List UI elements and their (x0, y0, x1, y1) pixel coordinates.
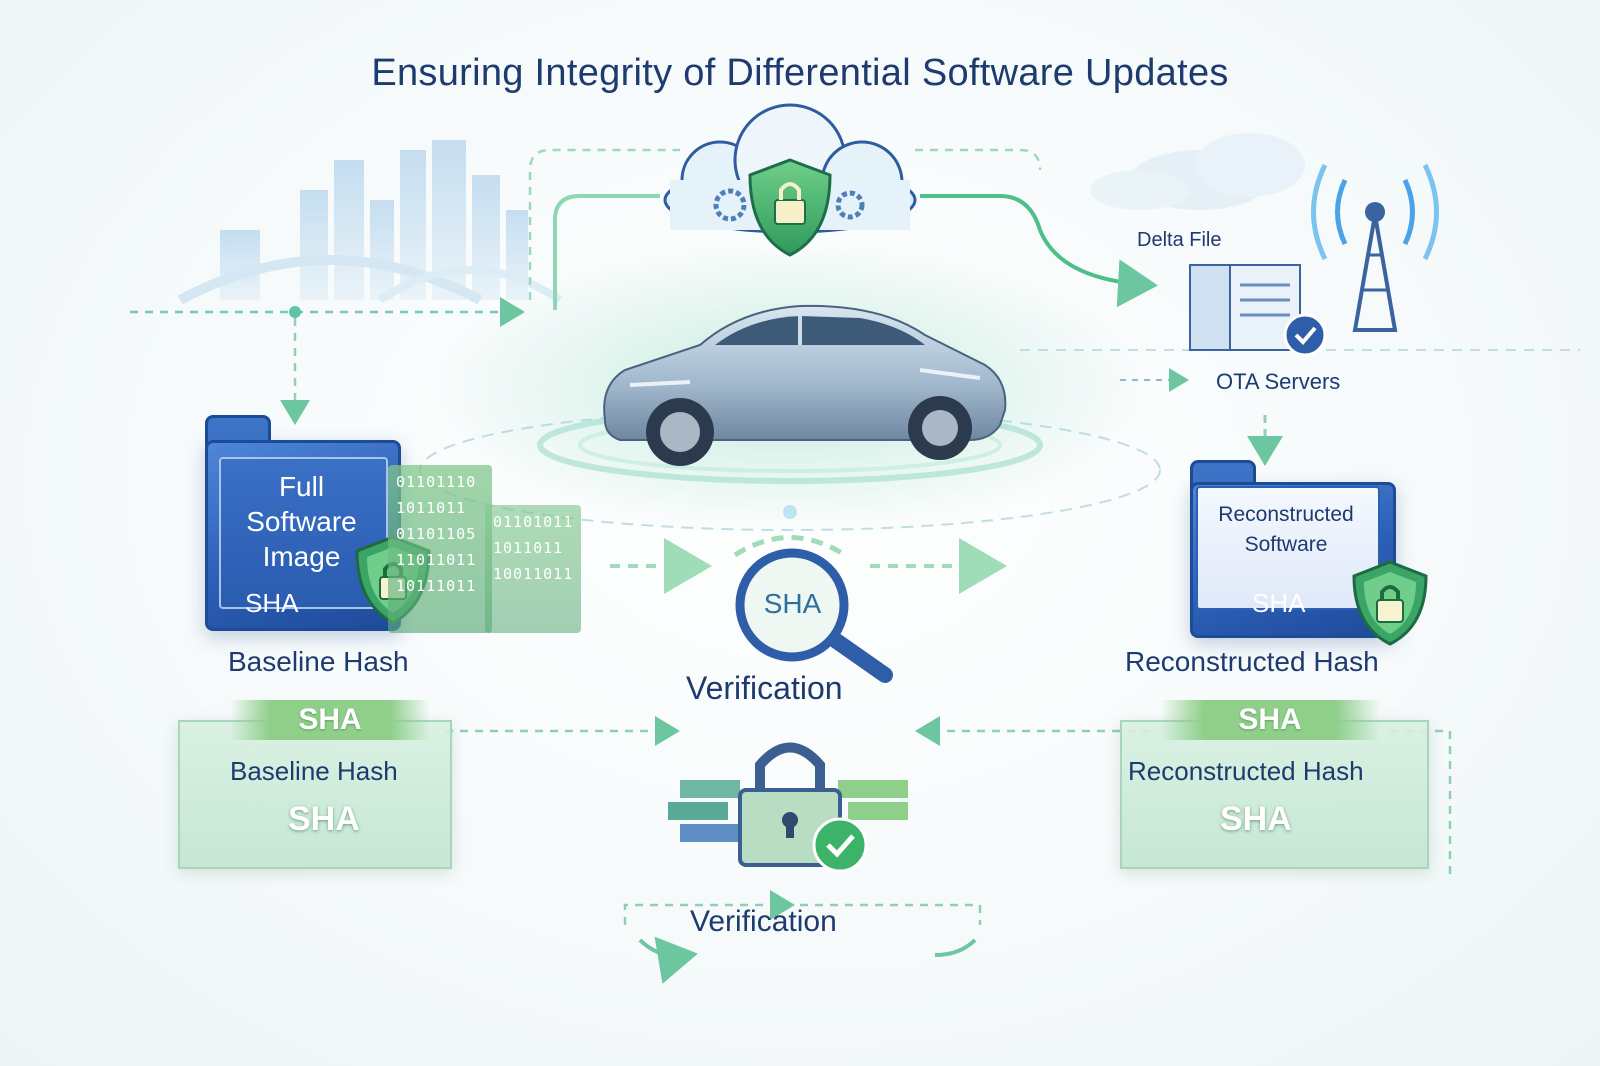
reconstructed-bottom-sha: SHA (1220, 800, 1292, 838)
connector-to-cloud-solid (553, 194, 660, 310)
folder-title: Full Software Image (219, 469, 384, 574)
reconstructed-title: Reconstructed Software (1196, 500, 1376, 560)
baseline-hash-box (178, 720, 452, 869)
folder-document (219, 457, 388, 609)
full-software-image-group: Full Software Image SHA 01101110 1011011… (205, 415, 581, 633)
reconstructed-folder-sha: SHA (1252, 588, 1306, 618)
connector-cloud-dashed-right (915, 148, 1042, 171)
binary-row: 01101011 (493, 513, 574, 531)
baseline-hash-caption: Baseline Hash (228, 646, 409, 677)
binary-data-block: 01101110 1011011 01101105 11011011 10111… (388, 465, 492, 633)
folder-title-line2: Software (246, 506, 357, 537)
server-tower-icon (1189, 163, 1439, 357)
baseline-box-label-wrap: Baseline Hash (178, 756, 488, 787)
folder-title-line3: Image (262, 541, 341, 572)
bottom-verification-label: Verification (690, 905, 837, 938)
connector-cloud-to-ota (920, 194, 1158, 308)
reconstructed-title-line2: Software (1244, 533, 1328, 556)
reconstructed-hash-caption: Reconstructed Hash (1125, 646, 1379, 677)
bottom-arrow-left (638, 936, 698, 984)
node-dot (783, 505, 797, 519)
bottom-flow-left (623, 890, 795, 925)
baseline-box-sha-wrap: SHA (178, 800, 478, 839)
binary-row: 1011011 (396, 499, 467, 517)
verify-arc (733, 535, 847, 558)
binary-data-block-2: 01101011 1011011 10011011 (485, 505, 581, 633)
binary-row: 1011011 (493, 539, 564, 557)
baseline-bottom-sha: SHA (288, 800, 360, 838)
reconstructed-software-group: Reconstructed Software SHA (1190, 460, 1450, 646)
verification-label: Verification (686, 670, 843, 706)
page-title: Ensuring Integrity of Differential Softw… (371, 52, 1229, 94)
reconstructed-box-label-wrap: Reconstructed Hash (1128, 756, 1428, 787)
folder-title-line1: Full (278, 471, 325, 502)
delta-file-label: Delta File (1137, 229, 1222, 251)
binary-row: 10011011 (493, 565, 574, 583)
magnifier-sha-text: SHA (763, 588, 822, 619)
binary-row: 11011011 (396, 551, 477, 569)
background-clouds (1090, 133, 1305, 210)
car-icon (603, 304, 1007, 466)
reconstructed-hash-box (1120, 720, 1429, 869)
reconstructed-title-line1: Reconstructed (1218, 503, 1354, 526)
binary-row: 01101105 (396, 525, 477, 543)
folder-document (1196, 486, 1380, 610)
cloud-shield-lock-icon (663, 103, 917, 257)
padlock-check-icon (668, 742, 908, 873)
folder-sha-label: SHA (245, 588, 299, 618)
magnifier-icon (735, 548, 893, 683)
baseline-top-sha: SHA (230, 700, 430, 740)
city-skyline (177, 140, 563, 305)
binary-row: 01101110 (396, 473, 477, 491)
binary-row: 10111011 (396, 577, 477, 595)
ota-servers-label: OTA Servers (1216, 369, 1341, 394)
reconstructed-box-label: Reconstructed Hash (1128, 756, 1364, 786)
reconstructed-box-sha-wrap: SHA (1120, 800, 1425, 839)
bottom-flow-right (800, 903, 982, 925)
bottom-arrow-right (934, 938, 977, 957)
node-dot (289, 306, 301, 318)
reconstructed-top-sha: SHA (1160, 700, 1380, 740)
shield-lock-icon (1352, 560, 1428, 646)
baseline-box-label: Baseline Hash (230, 756, 398, 786)
